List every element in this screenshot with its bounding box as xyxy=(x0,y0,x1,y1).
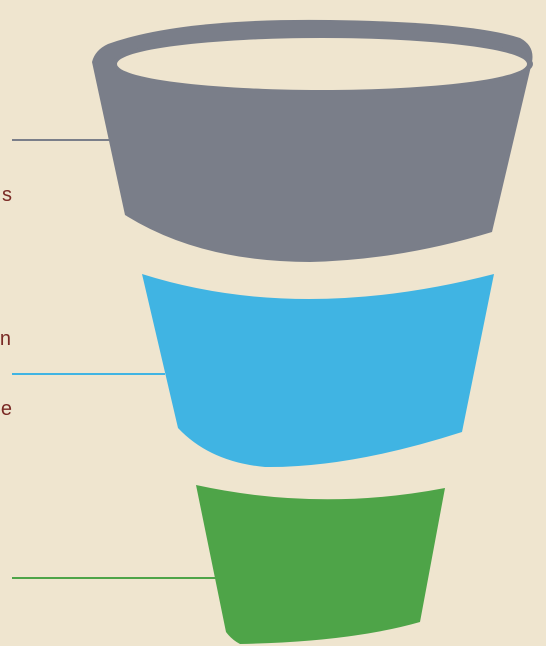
funnel-stage-bottom xyxy=(196,485,445,644)
funnel-stage-middle xyxy=(142,274,494,467)
clipped-label-2: n xyxy=(0,327,11,351)
clipped-label-3: e xyxy=(1,397,12,421)
funnel-opening xyxy=(117,38,527,90)
clipped-label-1: s xyxy=(2,183,12,207)
